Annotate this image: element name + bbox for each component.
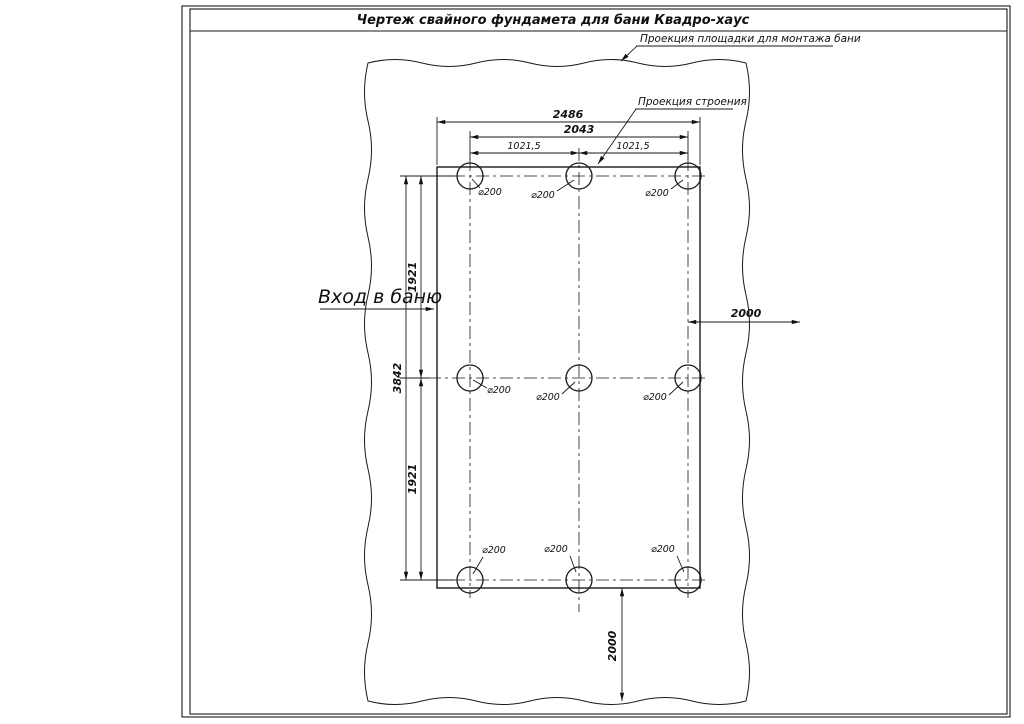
dim-overall-width: 2486 <box>553 108 584 121</box>
pile-circle <box>565 162 593 190</box>
pile-diameter-label: ⌀200 <box>544 544 568 555</box>
entrance-callout: Вход в баню <box>318 286 442 312</box>
pile-diameter-label: ⌀200 <box>651 544 675 555</box>
pile-circle <box>674 162 702 190</box>
pile-circle <box>565 566 593 594</box>
dim-offset-right: 2000 <box>731 307 762 320</box>
drawing-title: Чертеж свайного фундамета для бани Квадр… <box>357 13 750 28</box>
building-outline <box>436 166 701 589</box>
extension-lines <box>400 117 701 581</box>
dim-pile-span-width: 2043 <box>564 123 595 136</box>
pile-circle <box>565 364 593 392</box>
dim-overall-length: 3842 <box>391 362 404 393</box>
entrance-label: Вход в баню <box>318 286 442 308</box>
dim-offset-bottom: 2000 <box>606 630 619 661</box>
dimension-lines <box>403 119 800 701</box>
pile-diameter-label: ⌀200 <box>643 392 667 403</box>
dim-pile-spacing-left: 1021,5 <box>507 141 540 152</box>
pile-circles <box>456 162 702 594</box>
pile-circle <box>456 566 484 594</box>
pile-diameter-label: ⌀200 <box>531 190 555 201</box>
dim-row-spacing-lower: 1921 <box>406 464 419 495</box>
pile-diameter-label: ⌀200 <box>536 392 560 403</box>
site-projection-callout: Проекция площадки для монтажа бани <box>620 33 861 62</box>
pile-circle <box>674 566 702 594</box>
dim-pile-spacing-right: 1021,5 <box>616 141 649 152</box>
pile-circle <box>674 364 702 392</box>
building-projection-label: Проекция строения <box>638 96 747 108</box>
pile-diameter-label: ⌀200 <box>645 188 669 199</box>
pile-circle <box>456 162 484 190</box>
axis-lines <box>428 148 706 612</box>
building-projection-callout: Проекция строения <box>597 96 747 165</box>
sheet-frame <box>181 5 1011 718</box>
pile-diameter-label: ⌀200 <box>487 385 511 396</box>
pile-labels: ⌀200 ⌀200 ⌀200 ⌀200 ⌀200 ⌀200 ⌀200 ⌀200 … <box>471 178 685 575</box>
pile-circle <box>456 364 484 392</box>
pile-diameter-label: ⌀200 <box>482 545 506 556</box>
pile-diameter-label: ⌀200 <box>478 187 502 198</box>
dim-row-spacing-upper: 1921 <box>406 262 419 293</box>
site-projection-label: Проекция площадки для монтажа бани <box>640 33 861 45</box>
site-boundary <box>364 59 750 705</box>
